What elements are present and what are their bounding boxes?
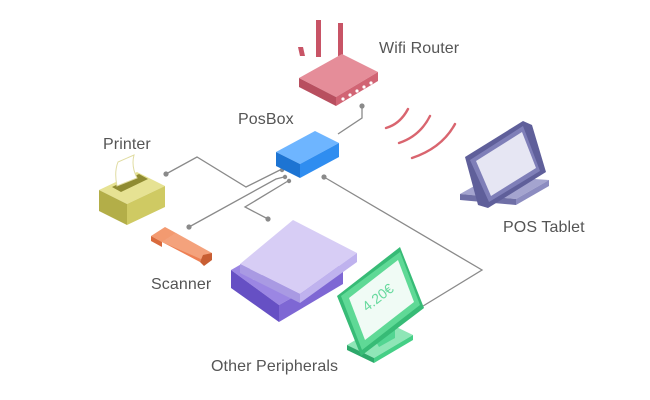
pos-tablet-icon <box>460 121 549 208</box>
label-pos-tablet: POS Tablet <box>503 219 585 236</box>
connection-lines <box>165 106 484 315</box>
label-printer: Printer <box>103 136 151 153</box>
label-other-peripherals: Other Peripherals <box>211 358 339 375</box>
wifi-waves-icon <box>384 107 457 160</box>
label-wifi-router: Wifi Router <box>379 40 460 57</box>
scale-icon <box>231 220 357 322</box>
label-scanner: Scanner <box>151 276 212 293</box>
line-printer-posbox <box>165 156 283 188</box>
label-posbox: PosBox <box>238 111 294 128</box>
line-scale-posbox <box>243 180 289 220</box>
line-scanner-posbox <box>188 176 285 228</box>
customer-display-icon <box>337 247 424 363</box>
line-router-posbox <box>337 106 363 135</box>
wifi-router-icon <box>298 20 378 106</box>
scanner-icon <box>151 227 212 266</box>
posbox-icon <box>276 131 339 178</box>
printer-icon <box>99 154 165 225</box>
line-display-posbox <box>323 176 484 315</box>
